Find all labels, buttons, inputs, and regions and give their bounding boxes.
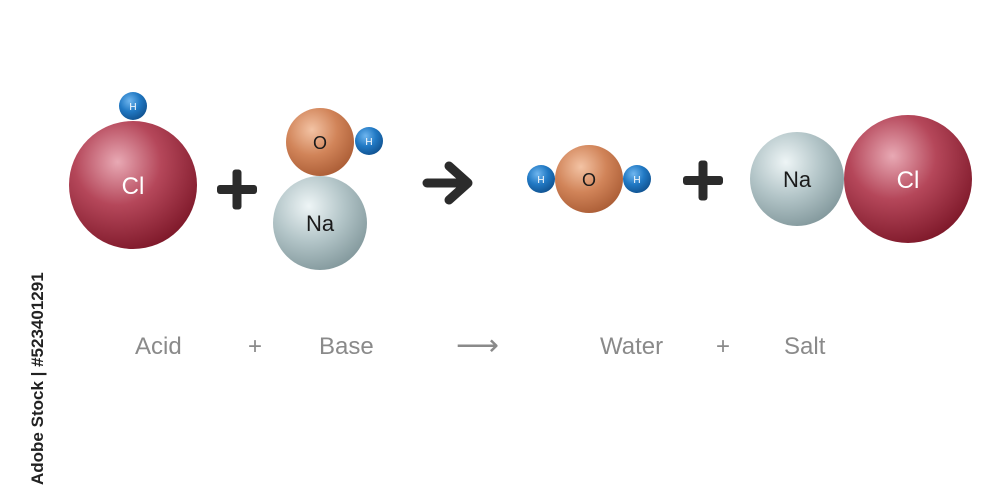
water-molecule: O H H [527,145,651,213]
base-hydrogen-atom [355,127,383,155]
water-hydrogen-right-atom [623,165,651,193]
salt-sodium-label: Na [783,167,812,192]
water-oxygen-atom [555,145,623,213]
base-molecule: Na O H [273,108,383,270]
acid-hydrogen-atom [119,92,147,120]
plus-sign-1 [217,169,257,210]
caption-base: Base [319,333,374,360]
water-hydrogen-left-label: H [537,175,544,186]
acid-chlorine-label: Cl [122,173,145,200]
salt-chlorine-label: Cl [897,167,920,194]
caption-plus-1: + [248,333,263,360]
base-sodium-atom [273,176,367,270]
base-oxygen-label: O [313,133,327,153]
acid-molecule: Cl H [69,92,197,249]
caption-salt: Salt [784,333,826,360]
stock-watermark: Adobe Stock | #523401291 [6,265,47,485]
stock-watermark-text: Adobe Stock | #523401291 [28,272,47,485]
salt-chlorine-atom [844,115,972,243]
water-hydrogen-left-atom [527,165,555,193]
salt-molecule: Na Cl [750,115,972,243]
base-hydrogen-label: H [365,137,372,148]
water-oxygen-label: O [582,170,596,190]
salt-sodium-atom [750,132,844,226]
base-sodium-label: Na [306,211,335,236]
plus-sign-2 [683,160,723,201]
water-hydrogen-right-label: H [633,175,640,186]
acid-hydrogen-label: H [129,102,136,113]
base-oxygen-atom [286,108,354,176]
caption-arrow: ⟶ [456,329,500,362]
acid-chlorine-atom [69,121,197,249]
caption-acid: Acid [135,333,182,360]
reaction-arrow-icon [422,161,473,205]
caption-water: Water [600,333,664,360]
caption-plus-2: + [716,333,731,360]
